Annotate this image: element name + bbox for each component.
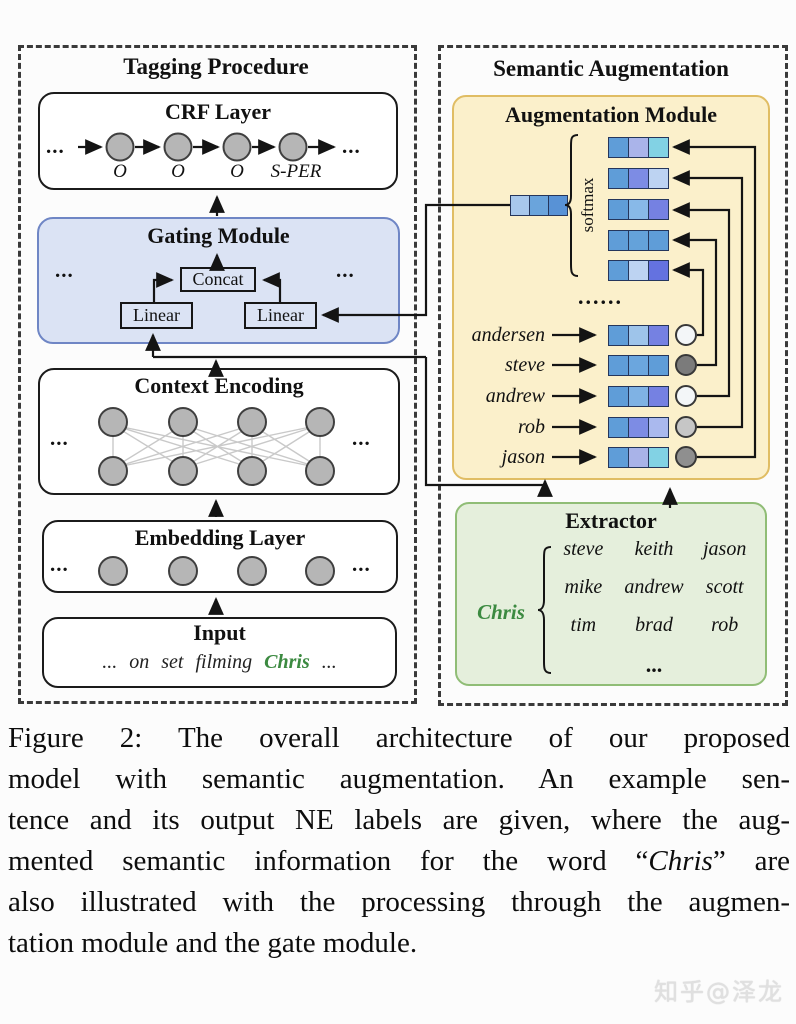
caption-line: mented semantic information for the word… [8, 841, 790, 882]
crf-layer-title: CRF Layer [164, 99, 272, 124]
caption-text: ” are [712, 845, 790, 877]
embedding-layer-title: Embedding Layer [134, 525, 306, 550]
candidate-word-label: jason [501, 446, 545, 468]
extractor-source-word: Chris [477, 600, 525, 624]
linear-left-box: Linear [120, 302, 193, 329]
caption-line: tence and its output NE labels are given… [8, 804, 790, 836]
caption-line: tation module and the gate module. [8, 927, 418, 959]
word-embedding-vector [608, 386, 669, 407]
extractor-word-grid: steve keith jason mike andrew scott tim … [548, 538, 760, 678]
input-sentence-suffix: ... [321, 651, 337, 673]
candidate-word-label: andersen [471, 324, 545, 346]
attention-weight-circle [675, 354, 697, 376]
extractor-grid-row: tim brad rob [548, 614, 760, 652]
attention-weight-circle [675, 385, 697, 407]
augmentation-module-title: Augmentation Module [504, 102, 718, 127]
extractor-word: andrew [624, 576, 684, 598]
word-embedding-vector [608, 447, 669, 468]
input-box [42, 617, 397, 688]
embedding-ellipsis-left: ... [50, 552, 69, 576]
candidate-word-label: andrew [485, 385, 545, 407]
concat-box: Concat [180, 267, 256, 292]
gating-module-title: Gating Module [147, 223, 290, 248]
gating-ellipsis-left: ... [55, 258, 74, 282]
candidate-word-label: rob [517, 416, 545, 438]
crf-ellipsis-left: ... [46, 134, 65, 158]
extractor-word: jason [703, 538, 747, 560]
weighted-vector [608, 230, 669, 251]
extractor-word: rob [711, 614, 739, 636]
crf-tag: O [113, 161, 127, 182]
linear-right-box: Linear [244, 302, 317, 329]
extractor-word: tim [570, 614, 597, 636]
right-panel-title: Semantic Augmentation [493, 56, 729, 81]
input-highlight-word: Chris [264, 651, 310, 673]
extractor-title: Extractor [565, 508, 657, 533]
word-embedding-vector [608, 417, 669, 438]
caption-line: Figure 2: The overall architecture of ou… [8, 722, 790, 754]
extractor-grid-row: steve keith jason [548, 538, 760, 576]
attention-weight-circle [675, 416, 697, 438]
embedding-ellipsis-right: ... [352, 552, 371, 576]
crf-ellipsis-right: ... [342, 134, 361, 158]
crf-tag: S-PER [270, 161, 322, 182]
extractor-word: brad [635, 614, 673, 636]
extractor-ellipsis: ... [645, 652, 663, 677]
context-ellipsis-right: ... [352, 426, 371, 450]
tagging-procedure-panel [18, 45, 417, 704]
extractor-word: steve [563, 538, 604, 560]
attention-weight-circle [675, 446, 697, 468]
extractor-word: scott [705, 576, 744, 598]
crf-tag: O [171, 161, 185, 182]
softmax-label: softmax [578, 177, 597, 233]
input-title: Input [193, 620, 246, 645]
watermark: 知乎@泽龙 [654, 978, 784, 1006]
attention-query-vector [510, 195, 568, 216]
candidate-word-label: steve [505, 354, 545, 376]
weighted-vector [608, 168, 669, 189]
extractor-word: keith [634, 538, 674, 560]
weighted-vector [608, 199, 669, 220]
caption-line: also illustrated with the processing thr… [8, 886, 790, 918]
context-encoding-title: Context Encoding [134, 373, 304, 398]
gating-ellipsis-right: ... [336, 258, 355, 282]
caption-text: mented semantic information for the word… [8, 845, 649, 877]
extractor-grid-row: mike andrew scott [548, 576, 760, 614]
crf-tag: O [230, 161, 244, 182]
weighted-vector [608, 137, 669, 158]
figure-caption: Figure 2: The overall architecture of ou… [8, 718, 790, 964]
left-panel-title: Tagging Procedure [123, 54, 309, 79]
context-ellipsis-left: ... [50, 426, 69, 450]
extractor-box [455, 502, 767, 686]
word-embedding-vector [608, 355, 669, 376]
input-sentence: ... on set filming Chris ... [42, 651, 397, 674]
attention-weight-circle [675, 324, 697, 346]
caption-line: model with semantic augmentation. An exa… [8, 763, 790, 795]
word-embedding-vector [608, 325, 669, 346]
extractor-word: mike [564, 576, 603, 598]
augmentation-ellipsis: ...... [578, 284, 623, 309]
architecture-figure: Tagging Procedure Semantic Augmentation … [18, 45, 788, 706]
weighted-vector [608, 260, 669, 281]
input-sentence-prefix: ... on set filming [102, 651, 253, 673]
caption-italic-word: Chris [648, 845, 713, 877]
